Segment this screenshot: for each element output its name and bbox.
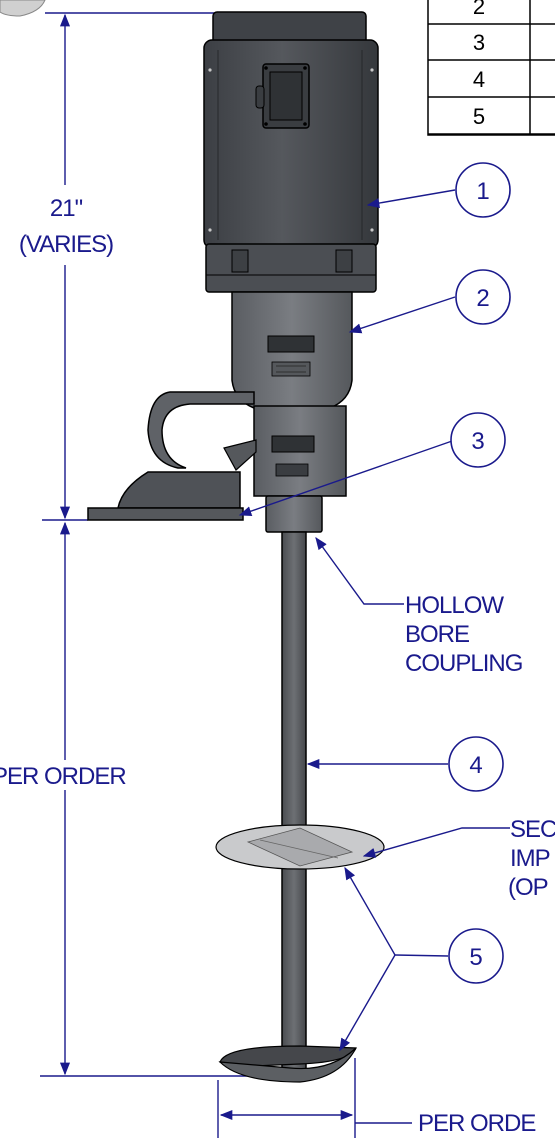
second-impeller-callout-line-2: IMP	[510, 845, 550, 872]
primary-impeller	[218, 1045, 357, 1083]
parts-table: 2 3 4 5	[427, 0, 555, 136]
balloon-4: 4	[448, 736, 504, 792]
table-row-number: 5	[473, 104, 485, 129]
height-note-label: (VARIES)	[19, 231, 113, 258]
second-impeller-callout-line-3: (OP	[508, 874, 548, 901]
gear-housing	[231, 291, 353, 497]
coupling-callout-line-1: HOLLOW	[405, 592, 504, 619]
shaft-length-label: PER ORDER	[0, 763, 126, 790]
balloon-3-label: 3	[471, 428, 484, 455]
balloon-5-label: 5	[469, 944, 482, 971]
balloon-2: 2	[455, 269, 511, 325]
balloon-1-label: 1	[476, 178, 489, 205]
height-value-label: 21"	[50, 195, 83, 222]
coupling-callout-line-3: COUPLING	[405, 650, 522, 677]
balloon-5: 5	[448, 928, 504, 984]
shaft	[281, 531, 307, 1071]
balloon-3: 3	[450, 412, 506, 468]
table-row-number: 3	[473, 30, 485, 55]
table-row-number: 2	[473, 0, 485, 19]
impeller-diameter-label: PER ORDE	[418, 1110, 535, 1137]
clamp-mount	[87, 391, 323, 533]
secondary-impeller	[215, 824, 385, 870]
shaft-length-dimension	[40, 521, 270, 1077]
clipped-balloon-fragment	[0, 0, 46, 17]
balloon-2-label: 2	[476, 285, 489, 312]
motor	[203, 11, 379, 293]
table-row-number: 4	[473, 67, 485, 92]
balloon-1: 1	[455, 162, 511, 218]
balloon-4-label: 4	[469, 752, 482, 779]
overall-height-dimension	[42, 12, 215, 521]
leader-lines	[238, 189, 510, 1052]
impeller-diameter-dimension	[217, 1058, 412, 1138]
coupling-callout-line-2: BORE	[405, 621, 469, 648]
second-impeller-callout-line-1: SEC	[510, 816, 555, 843]
